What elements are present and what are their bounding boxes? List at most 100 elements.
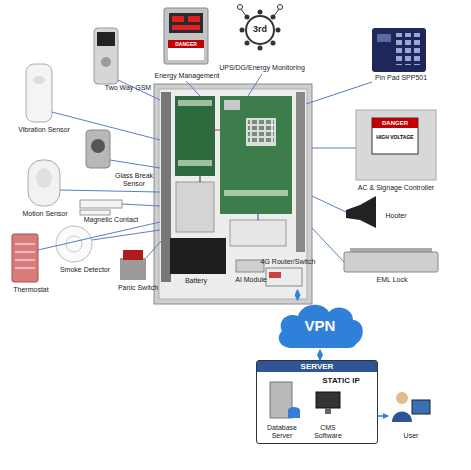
controller-board xyxy=(220,96,292,214)
glass-break-sensor xyxy=(86,130,110,168)
terminal-strip xyxy=(178,100,212,106)
device-node: Thermostat xyxy=(2,230,60,302)
panic-switch-base xyxy=(120,258,146,280)
panel-part: 4G Router/Switch xyxy=(255,256,321,290)
wire xyxy=(258,214,259,220)
node-label: Energy Management xyxy=(150,72,224,80)
wire xyxy=(215,130,220,131)
device-node: Glass Break Sensor xyxy=(80,124,156,194)
node-label: Database Server xyxy=(260,424,304,440)
hooter-horn xyxy=(346,196,376,228)
battery-block xyxy=(170,238,226,274)
icon-text: HIGH VOLTAGE xyxy=(372,134,418,141)
database-icon xyxy=(288,410,300,418)
danger-band xyxy=(168,40,204,48)
gear-icon xyxy=(246,16,274,44)
magnet-part xyxy=(80,210,110,215)
node-label: AC & Signage Controller xyxy=(350,184,442,192)
signage-box xyxy=(356,110,436,180)
panel-part: Battery xyxy=(166,238,226,286)
danger-band xyxy=(372,118,418,128)
em-lock xyxy=(344,252,438,272)
server-item: Database Server xyxy=(260,380,304,442)
meter-display xyxy=(169,13,203,33)
chip xyxy=(224,100,240,110)
router-sticker xyxy=(269,272,281,278)
meter-digits xyxy=(172,16,184,22)
icon-text: DANGER xyxy=(168,40,204,48)
thermostat-fins xyxy=(15,244,35,268)
cms-monitor xyxy=(316,392,340,408)
terminal-strip xyxy=(224,190,288,196)
node-label: Pin Pad SPP501 xyxy=(360,74,442,82)
gsm-speaker xyxy=(101,57,111,67)
energy-meter xyxy=(164,8,208,64)
node-label: Panic Switch xyxy=(110,284,166,292)
thermostat-unit xyxy=(12,234,38,282)
connector-arrow xyxy=(319,350,321,360)
node-label: STATIC IP xyxy=(306,376,376,385)
device-node: EML Lock xyxy=(342,246,442,288)
back-plate xyxy=(159,89,307,299)
node-label: SERVER xyxy=(257,361,377,372)
sensor-lens xyxy=(91,139,105,153)
detector-ring xyxy=(66,236,82,252)
device-node: Vibration Sensor xyxy=(6,58,82,138)
node-label: Thermostat xyxy=(2,286,60,294)
server-box: SERVER STATIC IP Database ServerCMS Softwa… xyxy=(256,360,378,444)
node-label: EML Lock xyxy=(342,276,442,284)
meter-digits xyxy=(188,16,200,22)
node-label: Two Way GSM xyxy=(100,84,156,92)
leader-lines xyxy=(38,74,372,262)
lock-bracket xyxy=(350,248,432,252)
keypad-keys xyxy=(248,120,274,144)
relay-module xyxy=(230,220,286,246)
sign-body xyxy=(168,48,204,60)
device-node: AC & Signage Controller xyxy=(350,106,442,198)
keypad xyxy=(246,118,276,146)
device-node: Magnetic Contact xyxy=(70,196,152,230)
enclosure xyxy=(154,84,312,304)
device-node: UPS/DG/Energy Monitoring xyxy=(212,2,312,76)
user-node: User xyxy=(388,388,434,444)
control-panel xyxy=(154,84,312,304)
device-node: Panic Switch xyxy=(110,248,166,298)
connector-arrow xyxy=(297,290,299,300)
gsm-screen xyxy=(97,32,115,46)
device-node: Two Way GSM xyxy=(86,24,156,94)
pin-pad xyxy=(372,28,426,72)
node-label: Smoke Detector xyxy=(50,266,120,274)
monitor-stand xyxy=(325,408,331,414)
danger-sign xyxy=(372,118,418,154)
smoke-detector xyxy=(56,226,92,262)
node-label: UPS/DG/Energy Monitoring xyxy=(212,64,312,72)
vibration-sensor xyxy=(26,64,52,122)
power-supply xyxy=(176,182,214,232)
user-body xyxy=(392,412,412,423)
user-head xyxy=(396,392,408,404)
wire-duct xyxy=(161,92,171,282)
node-label: VPN xyxy=(274,318,366,334)
wire xyxy=(200,176,201,182)
node-label: 4G Router/Switch xyxy=(255,258,321,266)
icon-text: 3rd xyxy=(250,24,270,34)
connector-arrow xyxy=(378,415,388,417)
router-unit xyxy=(266,268,302,286)
node-label: Motion Sensor xyxy=(14,210,76,218)
device-node: Hooter xyxy=(342,194,416,234)
node-label: Glass Break Sensor xyxy=(112,172,156,188)
device-node: Pin Pad SPP501 xyxy=(360,24,442,86)
icon-text: DANGER xyxy=(372,119,418,128)
magnetic-contact xyxy=(80,200,122,208)
server-item: CMS Software xyxy=(306,386,350,442)
sensor-lens xyxy=(36,168,52,188)
device-node: Smoke Detector xyxy=(50,222,120,278)
vpn-cloud: VPN xyxy=(274,300,366,350)
terminal-strip xyxy=(178,160,212,166)
gsm-unit xyxy=(94,28,118,84)
pcb-board xyxy=(175,96,215,176)
node-label: Magnetic Contact xyxy=(70,216,152,224)
node-label: Hooter xyxy=(378,212,414,220)
node-label: Vibration Sensor xyxy=(6,126,82,134)
